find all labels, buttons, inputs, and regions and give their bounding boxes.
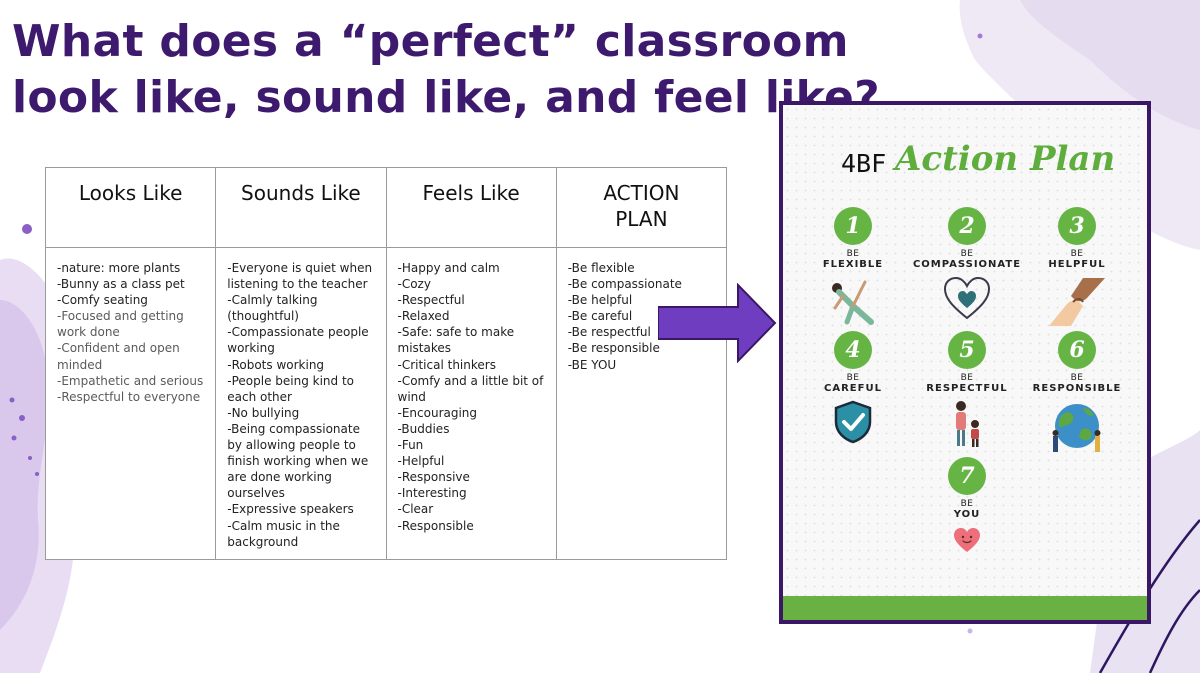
step-number-badge: 2 bbox=[948, 207, 986, 245]
table-body-row: -nature: more plants -Bunny as a class p… bbox=[44, 247, 728, 560]
feels-like-item: -Responsible bbox=[397, 518, 474, 533]
feels-like-item: -Helpful bbox=[397, 454, 445, 469]
shield-check-icon bbox=[834, 400, 872, 444]
poster-step-respectful: 5 BE RESPECTFUL bbox=[907, 331, 1027, 448]
poster-step-careful: 4 BE CAREFUL bbox=[793, 331, 913, 444]
step-word-label: RESPECTFUL bbox=[926, 383, 1008, 394]
sounds-like-item: -Everyone is quiet when listening to the… bbox=[227, 261, 373, 292]
step-word-label: COMPASSIONATE bbox=[912, 259, 1022, 270]
feels-like-cell: -Happy and calm -Cozy -Respectful -Relax… bbox=[385, 247, 557, 560]
action-plan-item: -Be flexible bbox=[567, 261, 635, 275]
feels-like-item: -Interesting bbox=[397, 486, 467, 501]
feels-like-item: -Respectful bbox=[397, 293, 465, 308]
feels-like-item: -Happy and calm bbox=[397, 261, 500, 275]
looks-like-item: -nature: more plants bbox=[57, 261, 181, 275]
step-be-label: BE bbox=[846, 373, 860, 383]
column-header-action-plan: ACTION PLAN bbox=[555, 167, 728, 248]
sounds-like-item: -Robots working bbox=[227, 357, 325, 372]
feels-like-item: -Encouraging bbox=[397, 405, 478, 420]
feels-like-item: -Comfy and a little bit of wind bbox=[397, 373, 544, 404]
poster-step-helpful: 3 BE HELPFUL bbox=[1017, 207, 1137, 328]
looks-like-item: -Comfy seating bbox=[57, 293, 148, 308]
heart-outline-icon bbox=[943, 276, 991, 320]
step-be-label: BE bbox=[960, 373, 974, 383]
smiling-heart-icon bbox=[954, 528, 980, 552]
sounds-like-item: -No bullying bbox=[227, 405, 300, 420]
feels-like-item: -Relaxed bbox=[397, 309, 450, 324]
helping-hands-icon bbox=[1049, 278, 1105, 326]
action-plan-item: -Be helpful bbox=[567, 293, 633, 308]
looks-like-cell: -nature: more plants -Bunny as a class p… bbox=[44, 247, 217, 560]
looks-like-item: -Respectful to everyone bbox=[57, 389, 201, 404]
action-plan-poster: 4BF Action Plan 1 BE FLEXIBLE 2 BE COMPA… bbox=[779, 101, 1151, 624]
action-plan-item: -Be responsible bbox=[567, 341, 660, 356]
feels-like-item: -Cozy bbox=[397, 277, 431, 292]
yoga-pose-icon bbox=[832, 280, 874, 325]
step-be-label: BE bbox=[846, 249, 860, 259]
sounds-like-item: -Being compassionate by allowing people … bbox=[227, 421, 369, 501]
sounds-like-item: -Calm music in the background bbox=[227, 518, 340, 549]
sounds-like-cell: -Everyone is quiet when listening to the… bbox=[215, 247, 387, 560]
action-plan-item: -Be respectful bbox=[567, 325, 651, 340]
column-header-feels-like: Feels Like bbox=[385, 167, 557, 248]
right-arrow-icon bbox=[658, 283, 777, 363]
looks-like-item: -Bunny as a class pet bbox=[57, 277, 185, 292]
column-header-looks-like: Looks Like bbox=[44, 167, 217, 248]
feels-like-item: -Safe: safe to make mistakes bbox=[397, 325, 515, 356]
step-be-label: BE bbox=[960, 249, 974, 259]
poster-footer-bar bbox=[783, 596, 1147, 620]
action-plan-cell: -Be flexible -Be compassionate -Be helpf… bbox=[555, 247, 728, 560]
sounds-like-item: -People being kind to each other bbox=[227, 373, 354, 404]
earth-people-icon bbox=[1052, 404, 1101, 452]
step-word-label: HELPFUL bbox=[1048, 259, 1106, 270]
looks-like-item: -Confident and open minded bbox=[57, 341, 180, 372]
poster-title: Action Plan bbox=[895, 139, 1116, 179]
table-header-row: Looks Like Sounds Like Feels Like ACTION… bbox=[44, 167, 728, 248]
poster-title-prefix: 4BF bbox=[841, 149, 887, 178]
poster-step-responsible: 6 BE RESPONSIBLE bbox=[1017, 331, 1137, 454]
step-be-label: BE bbox=[1070, 373, 1084, 383]
poster-step-compassionate: 2 BE COMPASSIONATE bbox=[907, 207, 1027, 322]
feels-like-item: -Buddies bbox=[397, 421, 450, 436]
action-plan-item: -BE YOU bbox=[567, 357, 617, 372]
step-number-badge: 1 bbox=[834, 207, 872, 245]
feels-like-item: -Critical thinkers bbox=[397, 357, 496, 372]
step-word-label: FLEXIBLE bbox=[822, 259, 884, 270]
step-number-badge: 4 bbox=[834, 331, 872, 369]
column-header-sounds-like: Sounds Like bbox=[215, 167, 387, 248]
feels-like-item: -Responsive bbox=[397, 470, 470, 485]
step-word-label: CAREFUL bbox=[824, 383, 882, 394]
action-plan-item: -Be careful bbox=[567, 309, 633, 324]
column-header-action-plan-label: ACTION PLAN bbox=[603, 181, 680, 231]
poster-step-you: 7 BE YOU bbox=[907, 457, 1027, 554]
step-number-badge: 6 bbox=[1058, 331, 1096, 369]
action-plan-item: -Be compassionate bbox=[567, 277, 682, 292]
step-word-label: YOU bbox=[953, 509, 981, 520]
step-number-badge: 3 bbox=[1058, 207, 1096, 245]
step-number-badge: 7 bbox=[948, 457, 986, 495]
sounds-like-item: -Calmly talking (thoughtful) bbox=[227, 293, 318, 324]
looks-like-item: -Empathetic and serious bbox=[57, 373, 204, 388]
slide-title: What does a “perfect” classroom look lik… bbox=[12, 16, 881, 123]
classroom-chart: Looks Like Sounds Like Feels Like ACTION… bbox=[44, 167, 728, 560]
sounds-like-item: -Compassionate people working bbox=[227, 325, 369, 356]
step-be-label: BE bbox=[960, 499, 974, 509]
step-word-label: RESPONSIBLE bbox=[1032, 383, 1122, 394]
sounds-like-item: -Expressive speakers bbox=[227, 502, 354, 517]
step-number-badge: 5 bbox=[948, 331, 986, 369]
poster-step-flexible: 1 BE FLEXIBLE bbox=[793, 207, 913, 326]
step-be-label: BE bbox=[1070, 249, 1084, 259]
feels-like-item: -Clear bbox=[397, 502, 434, 517]
mother-child-icon bbox=[956, 401, 979, 447]
feels-like-item: -Fun bbox=[397, 438, 424, 453]
looks-like-item: -Focused and getting work done bbox=[57, 309, 184, 340]
